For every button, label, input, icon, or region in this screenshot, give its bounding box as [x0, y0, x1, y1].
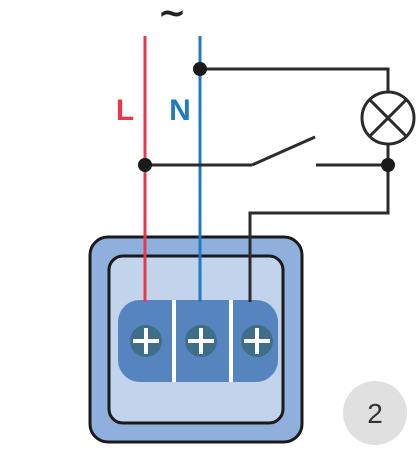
neutral-to-lamp-wire [200, 67, 390, 92]
junction-dot [138, 158, 152, 172]
terminal-screw-icon [185, 325, 217, 357]
neutral-label: N [169, 94, 191, 127]
step-number: 2 [367, 398, 383, 429]
junction-dot [381, 158, 395, 172]
lamp-icon [360, 90, 416, 146]
junction-dot [193, 62, 207, 76]
lamp-to-socket-wire [248, 165, 390, 302]
terminal-block [118, 300, 278, 382]
phase-label: L [116, 94, 134, 127]
terminal-separator [229, 300, 233, 382]
terminal-screw-icon [241, 325, 273, 357]
step-badge: 2 [343, 381, 407, 445]
ac-supply-symbol: ~ [158, 0, 187, 33]
terminal-separator [172, 300, 176, 382]
terminal-screw-icon [130, 325, 162, 357]
switch-open-icon [251, 135, 316, 167]
